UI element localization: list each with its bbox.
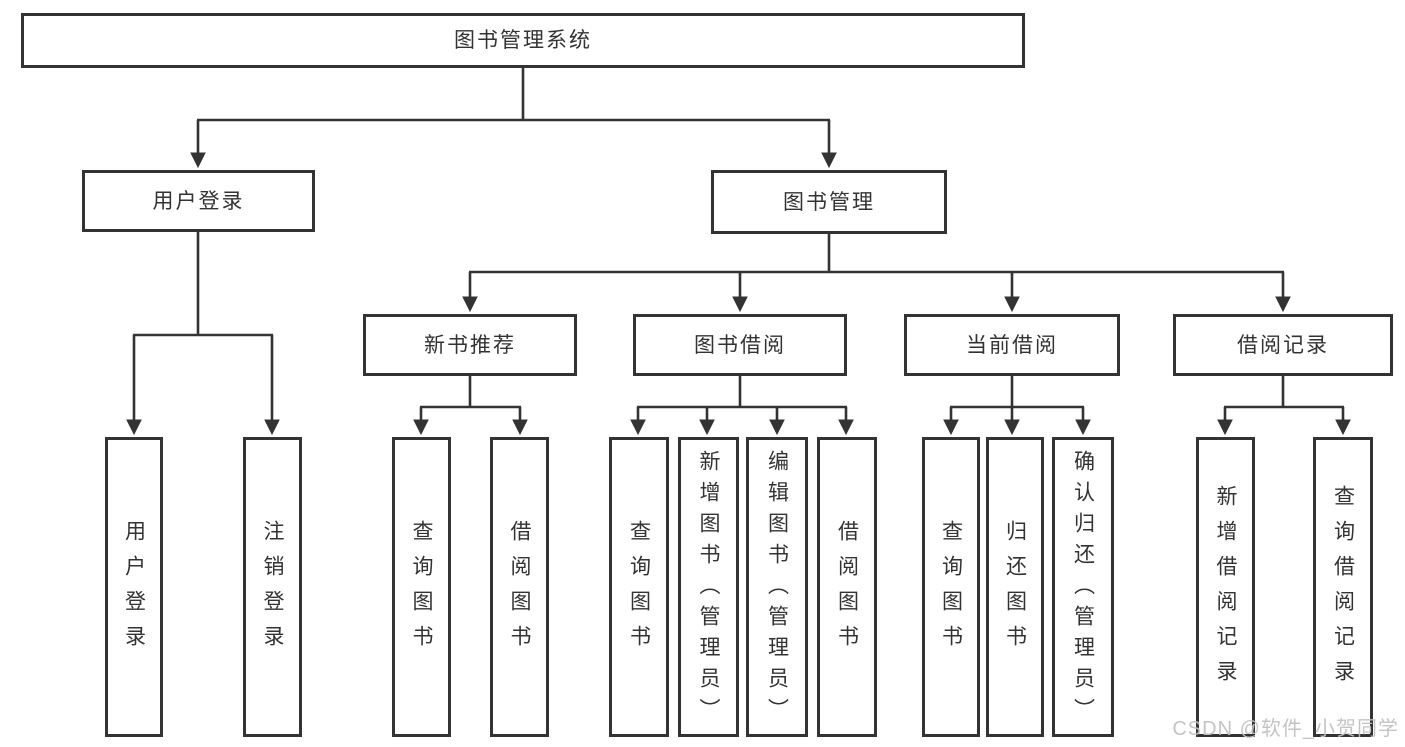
node-new-book-recommend: 新书推荐 [363,314,577,376]
node-current-borrowing: 当前借阅 [904,314,1120,376]
node-leaf-logout: 注销登录 [243,437,302,737]
node-borrowing-records: 借阅记录 [1173,314,1393,376]
node-leaf-return-books: 归还图书 [986,437,1044,737]
node-leaf-borrow-books-newrec: 借阅图书 [490,437,549,737]
node-book-management: 图书管理 [711,170,947,234]
node-leaf-user-login: 用户登录 [105,437,163,737]
node-leaf-query-books-current: 查询图书 [922,437,980,737]
node-leaf-confirm-return-admin: 确认归还（管理员） [1052,437,1114,737]
node-book-borrowing: 图书借阅 [633,314,847,376]
node-leaf-add-books-admin: 新增图书（管理员） [678,437,739,737]
node-leaf-query-books-borrow: 查询图书 [609,437,669,737]
watermark: CSDN @软件_小贺同学 [1172,718,1399,740]
node-leaf-query-borrow-record: 查询借阅记录 [1313,437,1373,737]
node-root: 图书管理系统 [21,13,1025,68]
node-leaf-add-borrow-record: 新增借阅记录 [1196,437,1255,737]
node-user-login: 用户登录 [82,170,315,232]
node-leaf-borrow-books: 借阅图书 [817,437,877,737]
node-leaf-query-books-newrec: 查询图书 [392,437,451,737]
node-leaf-edit-books-admin: 编辑图书（管理员） [746,437,808,737]
